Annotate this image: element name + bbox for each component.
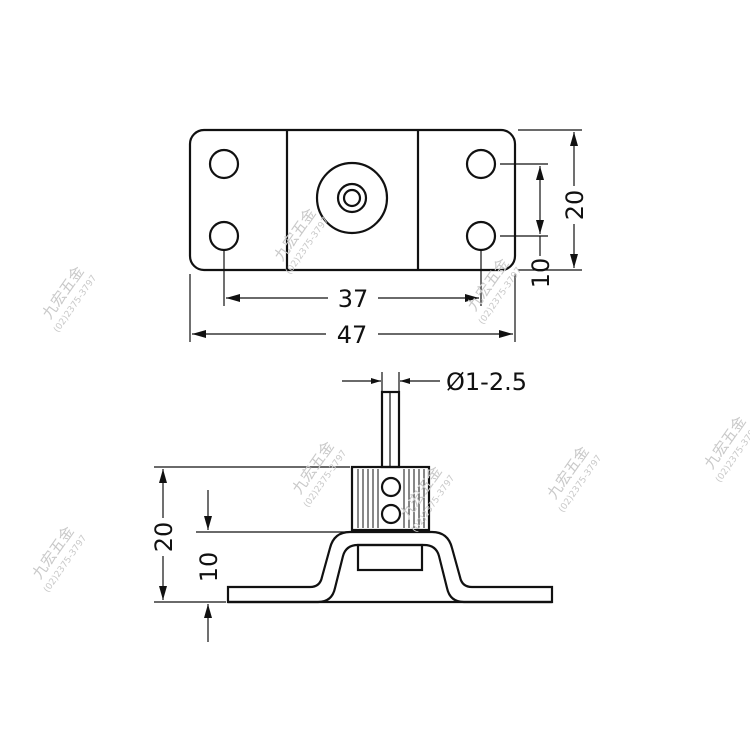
watermarks: 九宏五金 (02)2375-3797 九宏五金 (02)2375-3797 九宏… — [29, 205, 750, 595]
mounting-hole-bottom-left — [208, 220, 240, 252]
top-view-plate-outline — [188, 128, 517, 272]
watermark: 九宏五金 (02)2375-3797 — [289, 438, 350, 510]
dimension-wire-diameter: Ø1-2.5 — [342, 368, 527, 396]
dimension-top-10-label: 10 — [527, 258, 555, 289]
bracket-outer-profile — [226, 530, 554, 604]
center-boss-middle — [336, 182, 368, 214]
dimension-47: 47 — [189, 274, 516, 349]
dimension-top-10: 10 — [500, 163, 555, 289]
clamp-screw-upper — [380, 476, 402, 498]
mounting-hole-top-right — [465, 148, 497, 180]
base-block — [356, 543, 424, 572]
clamp-knurl-lines — [357, 469, 425, 528]
mounting-hole-bottom-right — [465, 220, 497, 252]
top-view: 37 47 20 10 — [188, 128, 589, 349]
dimension-top-20-label: 20 — [561, 190, 589, 221]
watermark: 九宏五金 (02)2375-3797 — [29, 523, 90, 595]
dimension-47-label: 47 — [337, 321, 368, 349]
watermark: 九宏五金 (02)2375-3797 — [39, 263, 100, 335]
watermark: 九宏五金 (02)2375-3797 — [544, 443, 605, 515]
bracket-inner-profile — [228, 543, 552, 604]
watermark: 九宏五金 (02)2375-3797 — [701, 413, 750, 485]
dimension-side-10-label: 10 — [195, 552, 223, 583]
mounting-hole-top-left — [208, 148, 240, 180]
clamp-screw-lower — [380, 503, 402, 525]
watermark: 九宏五金 (02)2375-3797 — [397, 463, 458, 535]
dimension-top-20: 20 — [518, 129, 589, 271]
dimension-side-20: 20 — [150, 466, 350, 603]
dimension-37: 37 — [223, 250, 482, 313]
dimension-37-label: 37 — [338, 285, 369, 313]
center-boss-outer — [315, 161, 389, 235]
dimension-side-10: 10 — [195, 490, 350, 642]
center-boss-inner — [342, 188, 362, 208]
clamp-block — [350, 465, 431, 532]
dimension-side-20-label: 20 — [150, 522, 178, 553]
dimension-wire-diameter-label: Ø1-2.5 — [446, 368, 527, 396]
side-view: Ø1-2.5 20 — [150, 368, 554, 642]
